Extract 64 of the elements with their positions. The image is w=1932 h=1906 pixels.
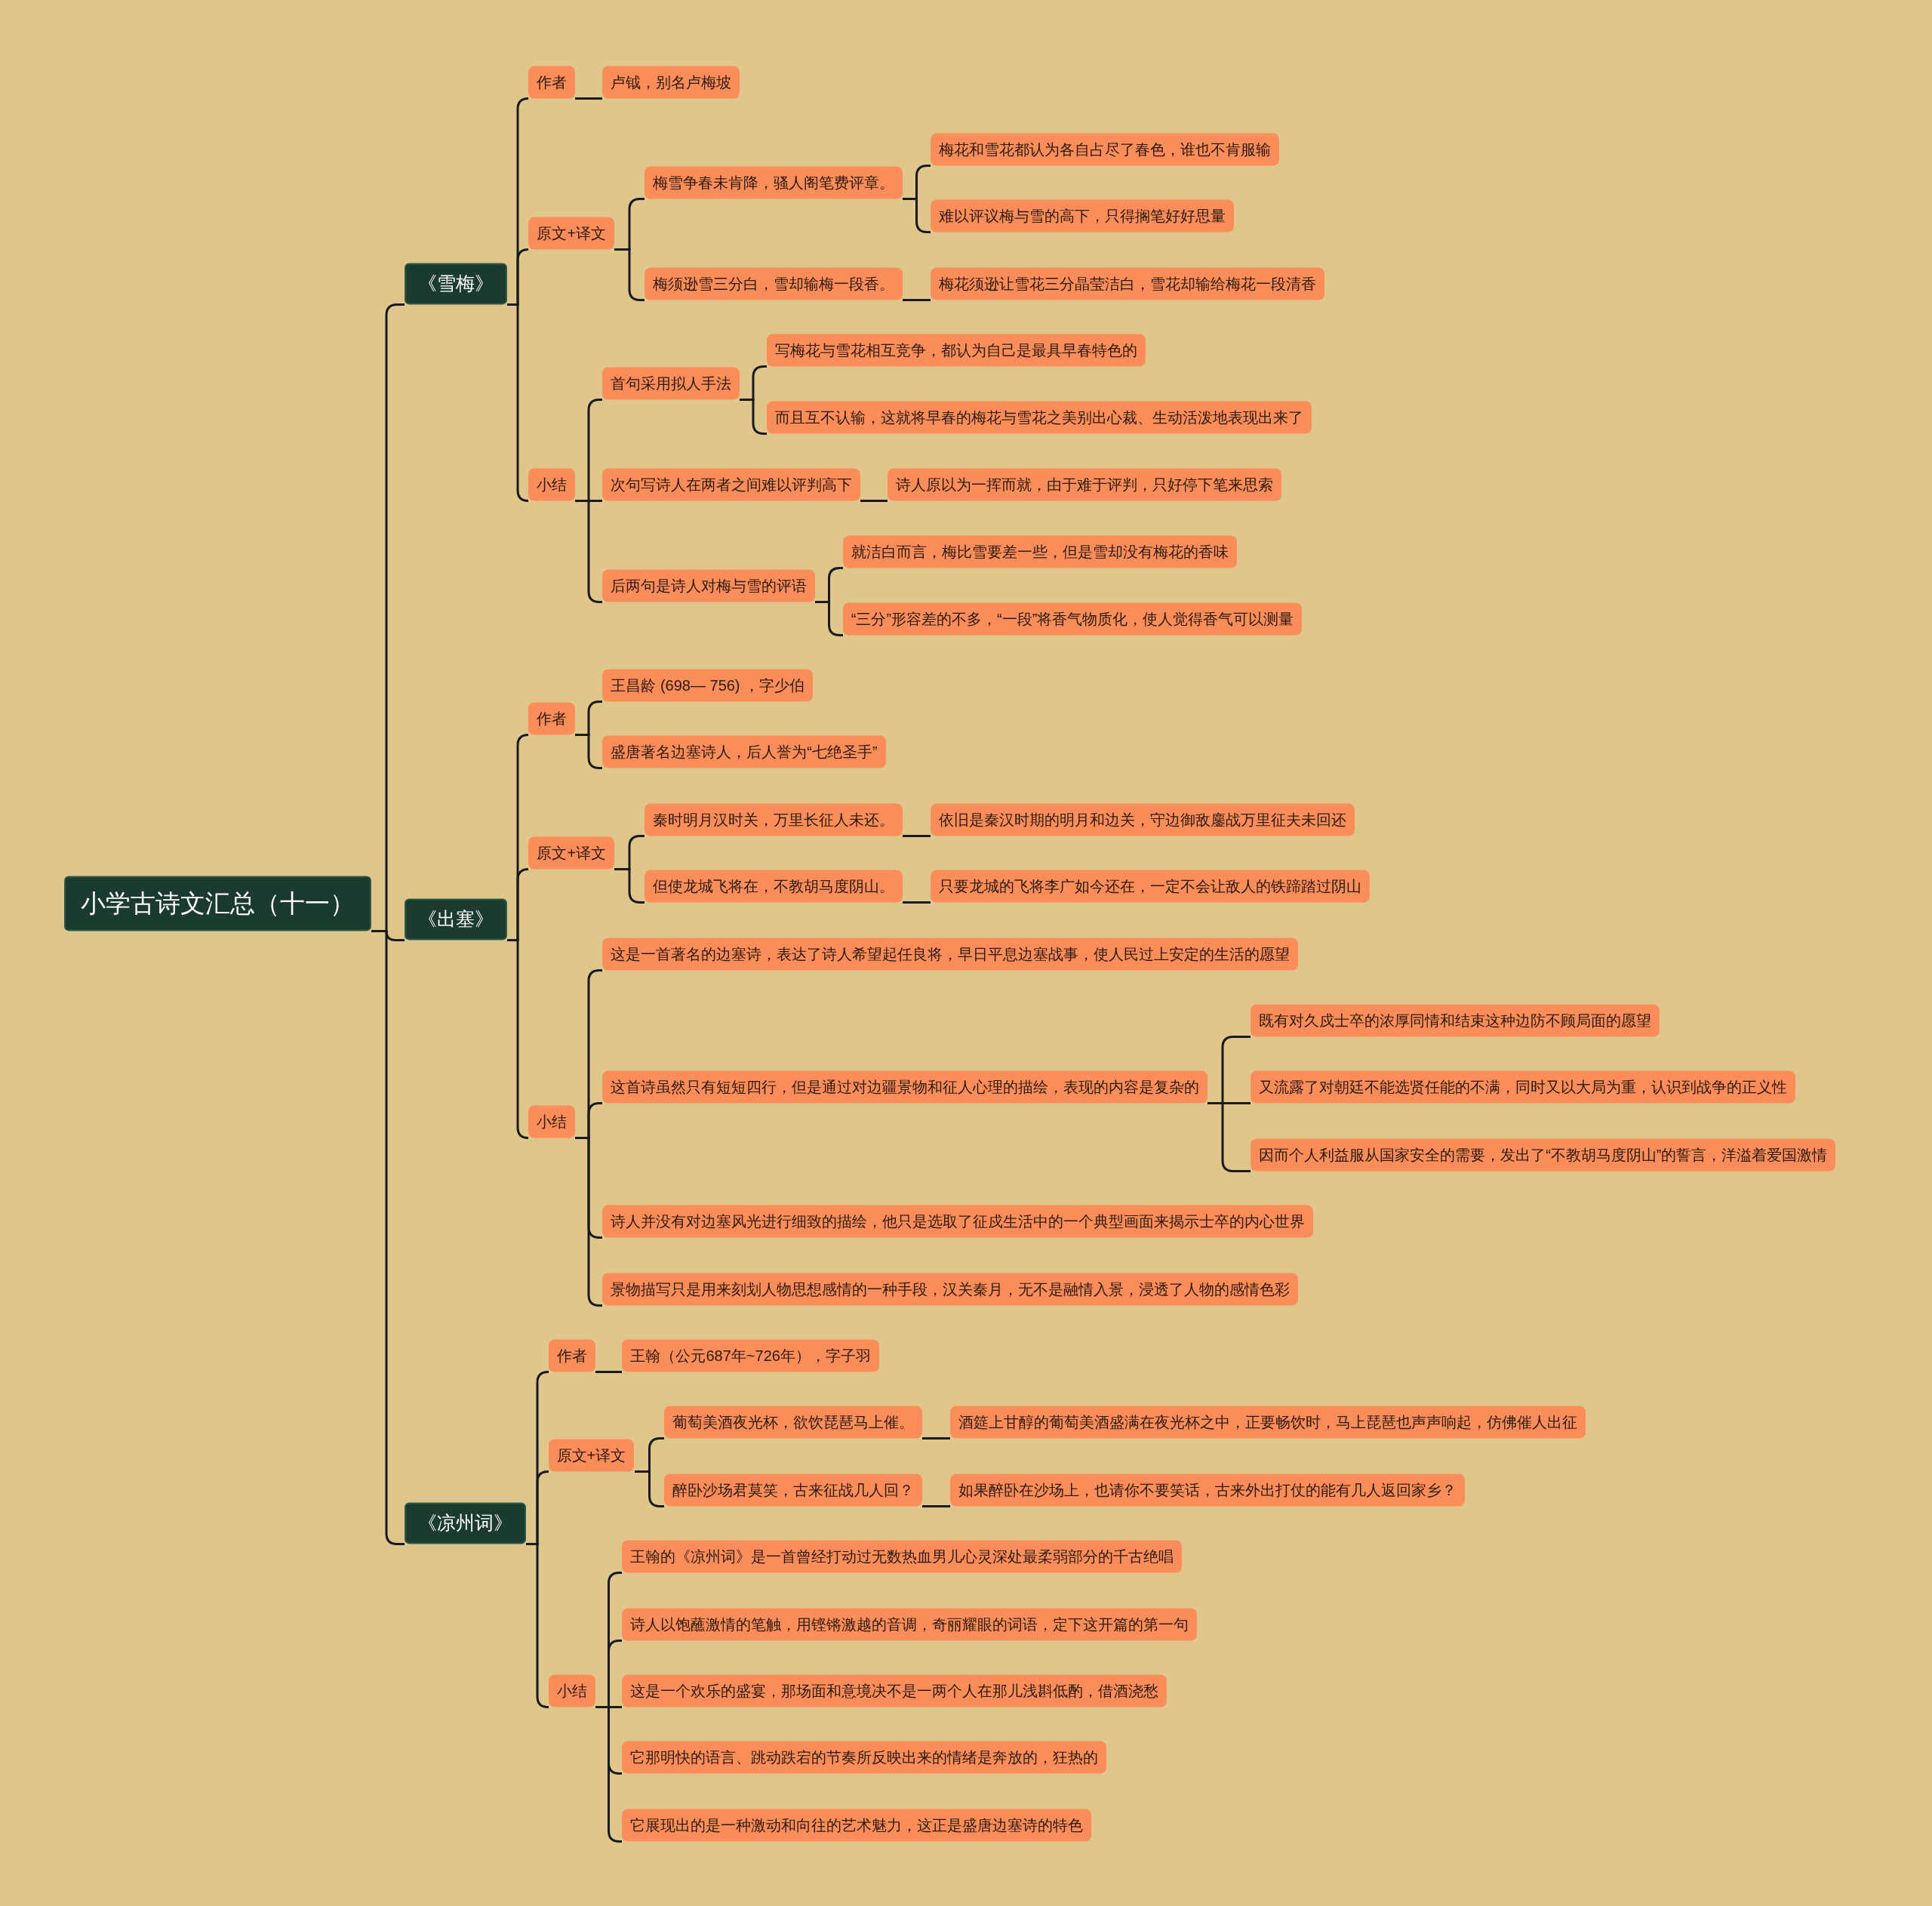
topic-box: 依旧是秦汉时期的明月和边关，守边御敌鏖战万里征夫未回还 — [930, 803, 1355, 836]
topic-box: 秦时明月汉时关，万里长征人未还。 — [644, 803, 903, 836]
topic-box: 盛唐著名边塞诗人，后人誉为“七绝圣手” — [602, 735, 886, 768]
topic-box: 小结 — [528, 1105, 576, 1138]
connector-line — [903, 901, 931, 904]
topic-box: 诗人并没有对边塞风光进行细致的描绘，他只是选取了征戍生活中的一个典型画面来揭示士卒的内心世界 — [602, 1205, 1314, 1238]
poem-topic: 《雪梅》 — [404, 262, 507, 305]
topic-box: 因而个人利益服从国家安全的需要，发出了“不教胡马度阴山”的誓言，洋溢着爱国激情 — [1251, 1138, 1836, 1172]
topic-box: 而且互不认输，这就将早春的梅花与雪花之美别出心裁、生动活泼地表现出来了 — [766, 401, 1312, 434]
topic-box: 原文+译文 — [548, 1439, 635, 1472]
topic-box: 梅雪争春未肯降，骚人阁笔费评章。 — [644, 166, 903, 199]
topic-box: 卢钺，别名卢梅坡 — [602, 66, 740, 99]
poem-topic: 《凉州词》 — [404, 1502, 526, 1544]
topic-box: 又流露了对朝廷不能选贤任能的不满，同时又以大局为重，认识到战争的正义性 — [1251, 1070, 1796, 1104]
connector-line — [815, 601, 843, 636]
topic-box: 次句写诗人在两者之间难以评判高下 — [602, 468, 861, 501]
connector-line — [595, 1371, 622, 1373]
topic-box: 诗人原以为一挥而就，由于难于评判，只好停下笔来思索 — [887, 468, 1281, 501]
topic-box: 小结 — [548, 1674, 595, 1707]
topic-box: 原文+译文 — [528, 217, 615, 250]
topic-box: 作者 — [528, 66, 576, 99]
topic-box: 梅须逊雪三分白，雪却输梅一段香。 — [644, 267, 903, 300]
topic-box: 作者 — [548, 1339, 595, 1372]
topic-box: 诗人以饱蘸激情的笔触，用铿锵激越的音调，奇丽耀眼的词语，定下这开篇的第一句 — [622, 1608, 1198, 1641]
connector-line — [575, 97, 602, 100]
topic-box: 既有对久戍士卒的浓厚同情和结束这种边防不顾局面的愿望 — [1251, 1004, 1660, 1037]
root-topic: 小学古诗文汇总（十一） — [63, 876, 371, 931]
topic-box: 后两句是诗人对梅与雪的评语 — [602, 569, 816, 602]
topic-box: 就洁白而言，梅比雪要差一些，但是雪却没有梅花的香味 — [842, 535, 1237, 568]
poem-topic: 《出塞》 — [404, 898, 507, 941]
topic-box: “三分”形容差的不多，“一段”将香气物质化，使人觉得香气可以测量 — [842, 602, 1303, 636]
topic-box: 如果醉卧在沙场上，也请你不要笑话，古来外出打仗的能有几人返回家乡？ — [949, 1473, 1465, 1507]
connector-line — [575, 734, 602, 769]
connector-line — [922, 1505, 950, 1507]
topic-box: 它那明快的语言、跳动跌宕的节奏所反映出来的情绪是奔放的，狂热的 — [622, 1741, 1107, 1774]
topic-box: 难以评议梅与雪的高下，只得搁笔好好思量 — [930, 199, 1234, 232]
topic-box: 原文+译文 — [528, 836, 615, 870]
topic-box: 写梅花与雪花相互竞争，都认为自己是最具早春特色的 — [766, 334, 1146, 367]
connector-line — [903, 835, 931, 837]
topic-box: 这是一个欢乐的盛宴，那场面和意境决不是一两个人在那儿浅斟低酌，借酒浇愁 — [622, 1674, 1168, 1707]
connector-line — [614, 868, 645, 904]
topic-box: 它展现出的是一种激动和向往的艺术魅力，这正是盛唐边塞诗的特色 — [622, 1809, 1092, 1842]
topic-box: 王昌龄 (698— 756) ，字少伯 — [602, 669, 814, 702]
topic-box: 但使龙城飞将在，不教胡马度阴山。 — [644, 870, 903, 903]
connector-line — [526, 1543, 549, 1708]
topic-box: 首句采用拟人手法 — [602, 367, 740, 400]
connector-line — [903, 299, 931, 301]
connector-line — [922, 1437, 950, 1440]
topic-box: 王翰的《凉州词》是一首曾经打动过无数热血男儿心灵深处最柔弱部分的千古绝唱 — [622, 1540, 1183, 1573]
topic-box: 只要龙城的飞将李广如今还在，一定不会让敌人的铁蹄踏过阴山 — [930, 870, 1370, 903]
topic-box: 景物描写只是用来刻划人物思想感情的一种手段，汉关秦月，无不是融情入景，浸透了人物的感情色彩 — [602, 1273, 1299, 1306]
topic-box: 醉卧沙场君莫笑，古来征战几人回？ — [664, 1473, 922, 1507]
topic-box: 作者 — [528, 702, 576, 735]
topic-box: 王翰（公元687年~726年），字子羽 — [622, 1339, 879, 1372]
topic-box: 梅花和雪花都认为各自占尽了春色，谁也不肯服输 — [930, 133, 1279, 166]
connector-line — [903, 198, 931, 233]
topic-box: 葡萄美酒夜光杯，欲饮琵琶马上催。 — [664, 1406, 922, 1439]
topic-box: 梅花须逊让雪花三分晶莹洁白，雪花却输给梅花一段清香 — [930, 267, 1324, 300]
topic-box: 酒筵上甘醇的葡萄美酒盛满在夜光杯之中，正要畅饮时，马上琵琶也声声响起，仿佛催人出征 — [949, 1406, 1586, 1439]
connector-line — [860, 500, 888, 502]
topic-box: 这首诗虽然只有短短四行，但是通过对边疆景物和征人心理的描绘，表现的内容是复杂的 — [602, 1070, 1208, 1104]
topic-box: 这是一首著名的边塞诗，表达了诗人希望起任良将，早日平息边塞战事，使人民过上安定的生活的愿望 — [602, 938, 1299, 971]
connector-line — [740, 399, 767, 435]
topic-box: 小结 — [528, 468, 576, 501]
